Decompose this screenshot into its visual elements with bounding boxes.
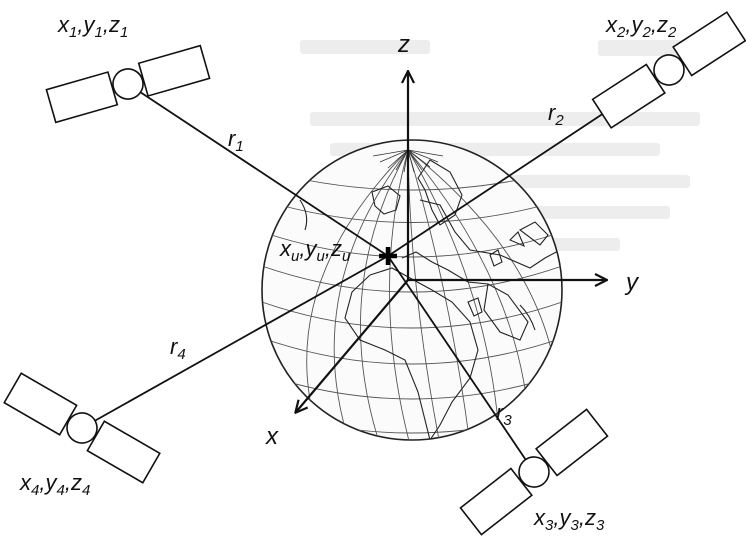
range-label-r1: r1 — [228, 126, 244, 155]
pole-rays — [372, 149, 444, 173]
range-label-r4: r4 — [170, 334, 186, 363]
y-axis-label: y — [624, 269, 640, 296]
satellite-4 — [3, 372, 161, 484]
satellite-3 — [459, 408, 609, 536]
satellite-1 — [45, 44, 211, 124]
range-line-r4 — [81, 255, 389, 429]
range-label-r3: r3 — [496, 400, 512, 429]
z-axis-label: z — [397, 31, 410, 58]
continent-outlines — [299, 159, 561, 440]
satellite-2-coords-label: x2,y2,z2 — [605, 12, 677, 41]
satellite-4-coords-label: x4,y4,z4 — [19, 470, 90, 499]
satellite-1-coords-label: x1,y1,z1 — [57, 12, 128, 41]
coordinate-axes — [296, 72, 606, 412]
satellite-3-coords-label: x3,y3,z3 — [533, 505, 605, 534]
x-axis — [296, 279, 409, 412]
range-line-r3 — [387, 255, 535, 473]
x-axis-label: x — [265, 423, 279, 450]
range-label-r2: r2 — [548, 100, 564, 129]
range-line-r1 — [127, 83, 389, 257]
user-position-marker — [379, 247, 397, 265]
user-coords-label: xu,yu,zu — [279, 236, 351, 265]
satellite-2 — [591, 11, 746, 129]
